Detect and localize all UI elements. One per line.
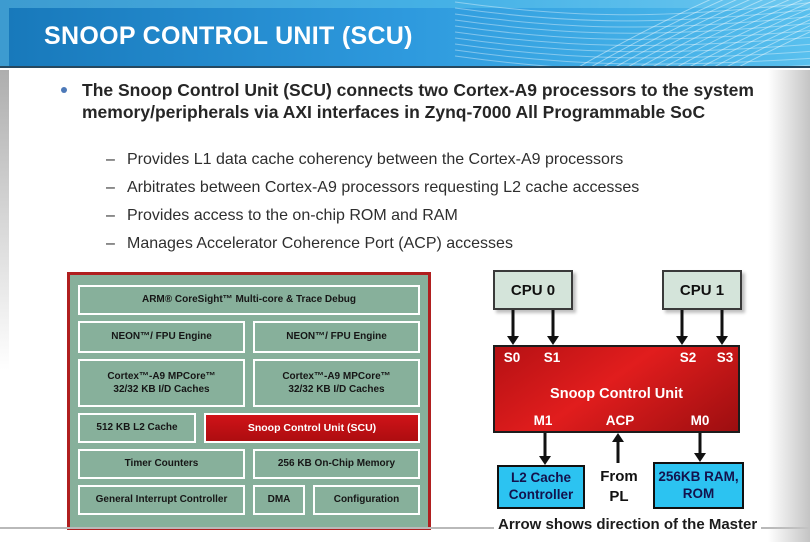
sub-bullet-list: Provides L1 data cache coherency between… bbox=[106, 151, 639, 263]
timer-label: Timer Counters bbox=[124, 458, 199, 470]
sub-bullet-1-text: Provides L1 data cache coherency between… bbox=[127, 151, 624, 168]
port-s3: S3 bbox=[716, 350, 734, 365]
snoop-control-unit-box: S0 S1 S2 S3 Snoop Control Unit M1 ACP M0 bbox=[493, 345, 740, 433]
scu-block: Snoop Control Unit (SCU) bbox=[204, 413, 420, 443]
main-bullet-text: The Snoop Control Unit (SCU) connects tw… bbox=[82, 80, 754, 122]
l2-cache-controller-label: L2 Cache Controller bbox=[508, 470, 574, 502]
m0-to-ram-arrow bbox=[694, 433, 706, 462]
sub-bullet-2-text: Arbitrates between Cortex-A9 processors … bbox=[127, 179, 640, 196]
gic-label: General Interrupt Controller bbox=[95, 494, 228, 506]
ocm-label: 256 KB On-Chip Memory bbox=[277, 458, 396, 470]
cpu0-box: CPU 0 bbox=[493, 270, 573, 310]
port-s2: S2 bbox=[679, 350, 697, 365]
diagram-row-coresight: ARM® CoreSight™ Multi-core & Trace Debug bbox=[78, 285, 420, 315]
cortex-left-block: Cortex™-A9 MPCore™ 32/32 KB I/D Caches bbox=[78, 359, 245, 407]
snoop-control-unit-label: Snoop Control Unit bbox=[550, 386, 683, 402]
cortex-right-block: Cortex™-A9 MPCore™ 32/32 KB I/D Caches bbox=[253, 359, 420, 407]
sub-bullet-4: Manages Accelerator Coherence Port (ACP)… bbox=[106, 235, 639, 252]
config-block: Configuration bbox=[313, 485, 420, 515]
cpu0-to-s1-arrow bbox=[547, 310, 559, 345]
cortex-right-line2: 32/32 KB I/D Caches bbox=[288, 384, 385, 395]
port-m0: M0 bbox=[690, 413, 710, 428]
header-wave-decoration bbox=[454, 0, 810, 66]
neon-left-label: NEON™/ FPU Engine bbox=[111, 331, 212, 343]
sub-bullet-3: Provides access to the on-chip ROM and R… bbox=[106, 207, 639, 224]
ram-rom-label: 256KB RAM, ROM bbox=[658, 468, 739, 501]
ocm-block: 256 KB On-Chip Memory bbox=[253, 449, 420, 479]
cpu1-box: CPU 1 bbox=[662, 270, 742, 310]
from-pl-label: From PL bbox=[600, 468, 638, 505]
m1-to-l2-arrow bbox=[539, 433, 551, 465]
dma-block: DMA bbox=[253, 485, 305, 515]
l2-cache-controller-box: L2 Cache Controller bbox=[497, 465, 585, 509]
diagram-row-timer-ocm: Timer Counters 256 KB On-Chip Memory bbox=[78, 449, 420, 479]
port-m1: M1 bbox=[533, 413, 553, 428]
footer-divider bbox=[0, 527, 810, 529]
sub-bullet-3-text: Provides access to the on-chip ROM and R… bbox=[127, 207, 458, 224]
page-title: SNOOP CONTROL UNIT (SCU) bbox=[44, 22, 413, 50]
cpu1-to-s3-arrow bbox=[716, 310, 728, 345]
cortex-left-line2: 32/32 KB I/D Caches bbox=[113, 384, 210, 395]
timer-block: Timer Counters bbox=[78, 449, 245, 479]
neon-right-label: NEON™/ FPU Engine bbox=[286, 331, 387, 343]
cpu1-to-s2-arrow bbox=[676, 310, 688, 345]
port-s1: S1 bbox=[543, 350, 561, 365]
main-bullet: The Snoop Control Unit (SCU) connects tw… bbox=[61, 79, 782, 123]
neon-right-block: NEON™/ FPU Engine bbox=[253, 321, 420, 353]
diagram-row-l2-scu: 512 KB L2 Cache Snoop Control Unit (SCU) bbox=[78, 413, 420, 443]
coresight-block: ARM® CoreSight™ Multi-core & Trace Debug bbox=[78, 285, 420, 315]
pl-to-acp-arrow bbox=[612, 433, 624, 463]
neon-left-block: NEON™/ FPU Engine bbox=[78, 321, 245, 353]
config-label: Configuration bbox=[333, 494, 400, 506]
l2-cache-block: 512 KB L2 Cache bbox=[78, 413, 196, 443]
cpu0-label: CPU 0 bbox=[510, 281, 556, 299]
bullet-dot-icon bbox=[61, 87, 67, 93]
cortex-left-line1: Cortex™-A9 MPCore™ bbox=[107, 370, 216, 382]
port-acp: ACP bbox=[605, 413, 635, 428]
port-s0: S0 bbox=[503, 350, 521, 365]
left-edge-shading bbox=[0, 70, 9, 370]
cortex-right-line1: Cortex™-A9 MPCore™ bbox=[282, 370, 391, 382]
right-edge-shading bbox=[768, 70, 810, 542]
gic-block: General Interrupt Controller bbox=[78, 485, 245, 515]
diagram-row-gic-dma-config: General Interrupt Controller DMA Configu… bbox=[78, 485, 420, 515]
diagram-row-neon: NEON™/ FPU Engine NEON™/ FPU Engine bbox=[78, 321, 420, 353]
zynq-block-diagram: ARM® CoreSight™ Multi-core & Trace Debug… bbox=[67, 272, 431, 530]
l2-cache-label: 512 KB L2 Cache bbox=[96, 422, 178, 434]
sub-bullet-1: Provides L1 data cache coherency between… bbox=[106, 151, 639, 168]
cpu1-label: CPU 1 bbox=[679, 281, 725, 299]
scu-connection-diagram: CPU 0 CPU 1 S0 S1 S2 S3 Snoop Control Un… bbox=[493, 268, 744, 518]
slide-header: SNOOP CONTROL UNIT (SCU) bbox=[0, 0, 810, 68]
sub-bullet-2: Arbitrates between Cortex-A9 processors … bbox=[106, 179, 639, 196]
diagram-row-cortex: Cortex™-A9 MPCore™ 32/32 KB I/D Caches C… bbox=[78, 359, 420, 407]
dma-label: DMA bbox=[267, 494, 291, 506]
coresight-label: ARM® CoreSight™ Multi-core & Trace Debug bbox=[141, 294, 357, 306]
sub-bullet-4-text: Manages Accelerator Coherence Port (ACP)… bbox=[127, 235, 513, 252]
scu-block-label: Snoop Control Unit (SCU) bbox=[247, 421, 377, 434]
ram-rom-box: 256KB RAM, ROM bbox=[653, 462, 744, 509]
header-panel bbox=[9, 8, 810, 66]
footer-note: Arrow shows direction of the Master bbox=[494, 516, 762, 533]
cpu0-to-s0-arrow bbox=[507, 310, 519, 345]
